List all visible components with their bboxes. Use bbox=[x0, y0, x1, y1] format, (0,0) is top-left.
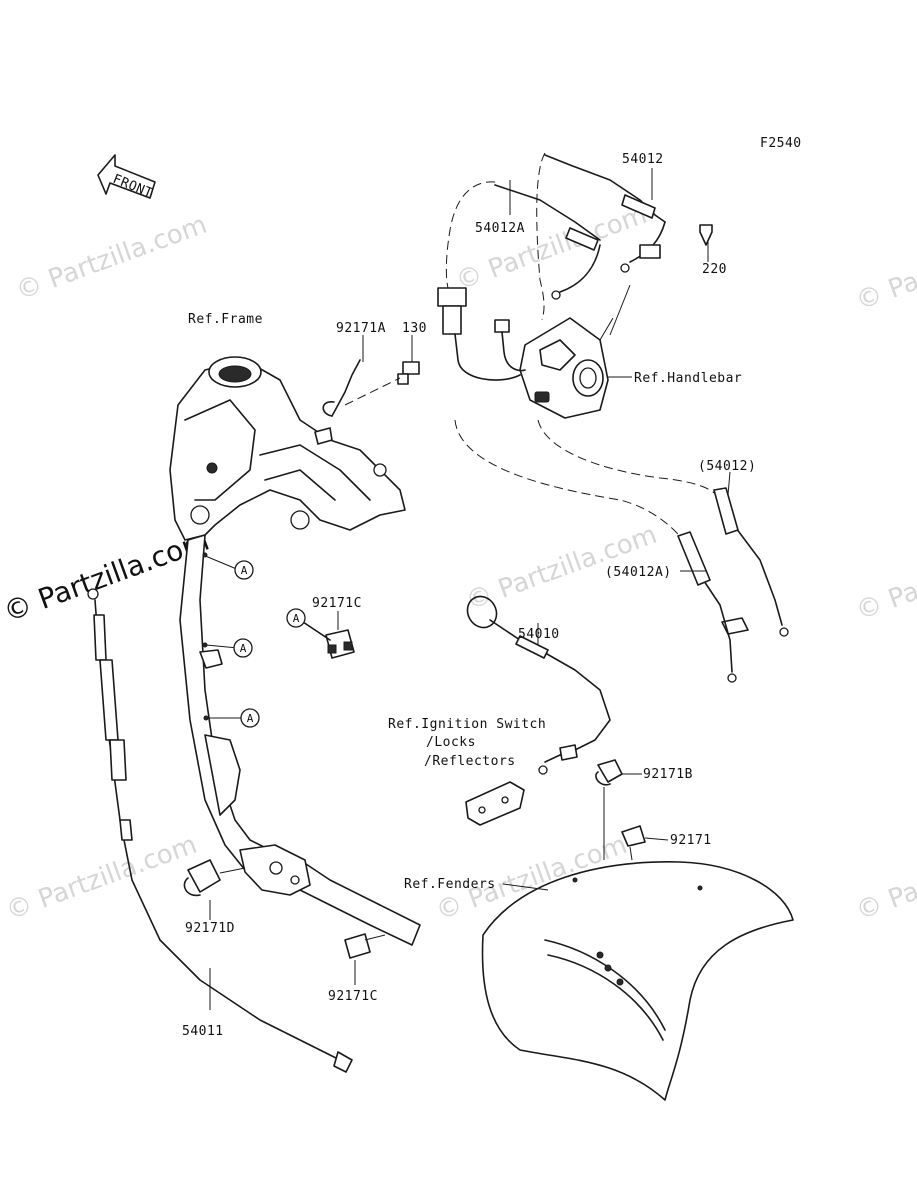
front-arrow-icon: FRONT bbox=[97, 154, 156, 201]
label-54012a-paren: (54012A) bbox=[605, 565, 672, 580]
label-ref-fenders: Ref.Fenders bbox=[404, 877, 496, 892]
rear-fender bbox=[481, 787, 794, 1101]
label-ref-ignition-switch: Ref.Ignition Switch bbox=[388, 717, 546, 732]
callout-letter: A bbox=[241, 564, 248, 577]
label-92171a: 92171A bbox=[336, 321, 386, 336]
label-ref-frame: Ref.Frame bbox=[188, 312, 263, 327]
label-54011: 54011 bbox=[182, 1024, 224, 1039]
watermark: © Partzilla.com bbox=[852, 220, 917, 317]
ignition-switch-bracket bbox=[465, 781, 525, 826]
callout-a-3: A bbox=[240, 708, 260, 728]
label-130: 130 bbox=[402, 321, 427, 336]
figure-code: F2540 bbox=[760, 136, 802, 151]
callout-letter: A bbox=[293, 612, 300, 625]
part-92171c-top-clip bbox=[299, 611, 355, 659]
callout-letter: A bbox=[247, 712, 254, 725]
throttle-cables-lower bbox=[677, 471, 789, 683]
callout-a-4: A bbox=[286, 608, 306, 628]
label-92171d: 92171D bbox=[185, 921, 235, 936]
label-92171: 92171 bbox=[670, 833, 712, 848]
label-54012-paren: (54012) bbox=[698, 459, 756, 474]
part-92171d-clamp bbox=[183, 859, 246, 920]
label-ref-reflectors: /Reflectors bbox=[424, 754, 516, 769]
label-ref-locks: /Locks bbox=[426, 735, 476, 750]
label-54012a: 54012A bbox=[475, 221, 525, 236]
part-92171b-clamp bbox=[595, 759, 642, 786]
label-54012: 54012 bbox=[622, 152, 664, 167]
frame-drawing bbox=[169, 356, 421, 946]
label-54010: 54010 bbox=[518, 627, 560, 642]
part-130-bolt bbox=[344, 335, 420, 406]
part-54010-cable bbox=[466, 595, 611, 775]
watermark: © Partzilla.com bbox=[2, 830, 201, 927]
callout-a-1: A bbox=[234, 560, 254, 580]
handlebar-switch-housing bbox=[437, 287, 632, 419]
watermark: © Partzilla.com bbox=[452, 200, 651, 297]
callout-letter: A bbox=[240, 642, 247, 655]
label-220: 220 bbox=[702, 262, 727, 277]
label-92171c-bottom: 92171C bbox=[328, 989, 378, 1004]
callout-a-2: A bbox=[233, 638, 253, 658]
part-92171a-clip bbox=[322, 335, 364, 417]
part-92171-clip bbox=[621, 825, 669, 861]
watermark: © Partzilla.com bbox=[852, 530, 917, 627]
label-92171b: 92171B bbox=[643, 767, 693, 782]
part-54011-cable bbox=[87, 588, 353, 1073]
part-92171c-bottom-clip bbox=[344, 933, 386, 985]
label-ref-handlebar: Ref.Handlebar bbox=[634, 371, 742, 386]
watermark: © Partzilla.com bbox=[852, 830, 917, 927]
watermark: © Partzilla.com bbox=[12, 210, 211, 307]
label-92171c-top: 92171C bbox=[312, 596, 362, 611]
throttle-cables-top bbox=[445, 152, 713, 321]
